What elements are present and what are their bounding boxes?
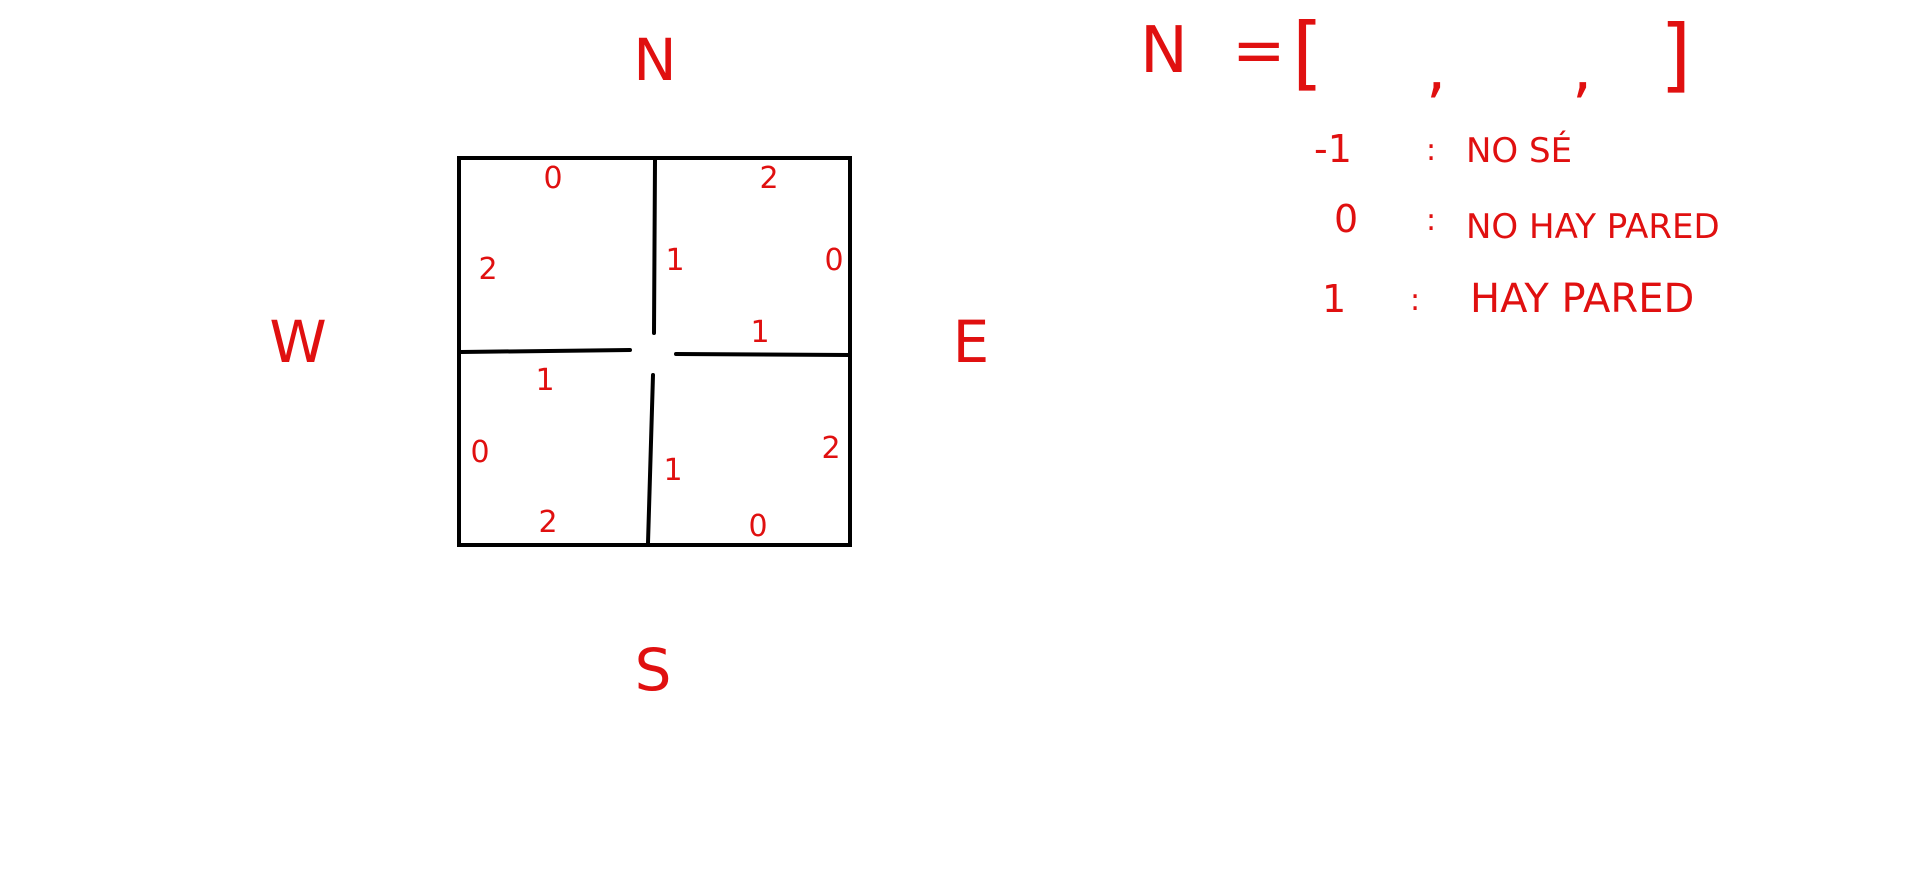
inner-wall-south-vertical xyxy=(646,373,655,545)
cell-top-right-north: 2 xyxy=(759,161,778,196)
legend-sep-unknown: : xyxy=(1426,133,1436,168)
cell-bottom-left-west: 0 xyxy=(470,435,489,470)
cell-bottom-left-east: 1 xyxy=(663,453,682,488)
formula-separator-1: , xyxy=(1426,32,1446,106)
legend-text-no-wall: NO HAY PARED xyxy=(1466,207,1720,247)
cell-bottom-left-south: 2 xyxy=(538,505,557,540)
cell-top-left-north: 0 xyxy=(543,161,562,196)
legend-code-unknown: -1 xyxy=(1314,127,1352,171)
compass-east: E xyxy=(953,308,990,376)
formula-open-bracket: [ xyxy=(1292,6,1323,99)
cell-top-left-east: 1 xyxy=(665,243,684,278)
legend-text-wall: HAY PARED xyxy=(1470,276,1694,322)
cell-bottom-right-east: 2 xyxy=(821,431,840,466)
compass-west: W xyxy=(269,308,326,376)
cell-top-left-south: 1 xyxy=(535,363,554,398)
formula-equals: = xyxy=(1232,14,1286,88)
inner-wall-east-horizontal xyxy=(674,352,851,357)
legend-code-no-wall: 0 xyxy=(1334,197,1358,241)
legend-code-wall: 1 xyxy=(1322,277,1346,321)
formula-separator-2: , xyxy=(1572,32,1592,106)
maze-outer-wall xyxy=(457,156,852,547)
inner-wall-west-horizontal xyxy=(459,348,632,354)
legend-sep-wall: : xyxy=(1410,283,1420,318)
cell-top-right-east: 0 xyxy=(824,243,843,278)
compass-south: S xyxy=(635,636,672,704)
legend-text-unknown: NO SÉ xyxy=(1466,130,1572,171)
legend-sep-no-wall: : xyxy=(1426,203,1436,238)
cell-top-left-west: 2 xyxy=(478,252,497,287)
cell-top-right-south: 1 xyxy=(750,315,769,350)
formula-lhs: N xyxy=(1140,14,1188,88)
cell-bottom-right-south: 0 xyxy=(748,509,767,544)
inner-wall-north-vertical xyxy=(652,158,657,335)
compass-north: N xyxy=(633,26,676,94)
formula-close-bracket: ] xyxy=(1660,8,1691,101)
